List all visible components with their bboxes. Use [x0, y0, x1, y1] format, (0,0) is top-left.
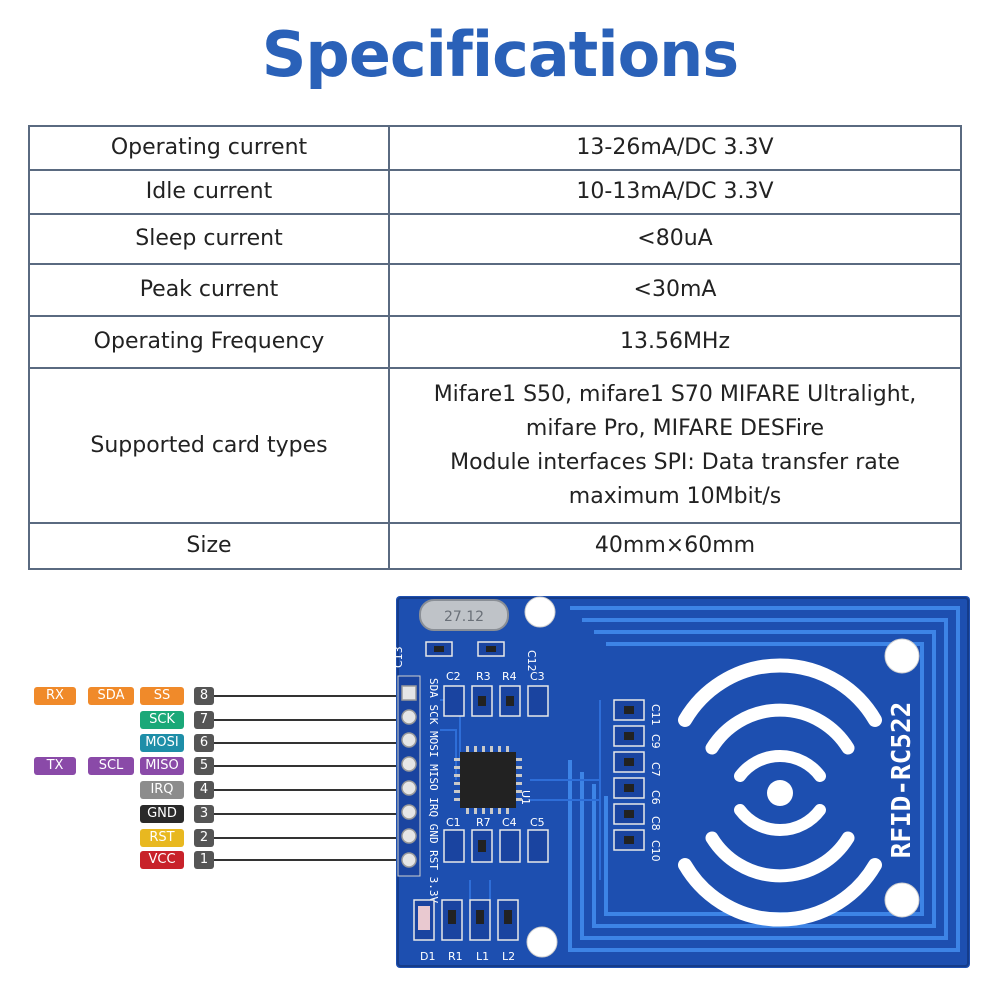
pin-label: MOSI — [140, 734, 184, 752]
pin-label: GND — [140, 805, 184, 823]
pin-leader-line — [214, 719, 400, 721]
pin-number: 4 — [194, 781, 214, 799]
mounting-hole — [526, 926, 558, 958]
spec-key: Operating current — [28, 125, 390, 171]
pin-label: SCK — [140, 711, 184, 729]
pin-leader-line — [214, 742, 400, 744]
led-d1 — [418, 906, 430, 930]
pin-label: VCC — [140, 851, 184, 869]
label-c1: C1 — [446, 816, 461, 829]
table-row: Supported card types Mifare1 S50, mifare… — [28, 367, 962, 524]
pin-label: SDA — [88, 687, 134, 705]
spec-value: 10-13mA/DC 3.3V — [388, 169, 962, 215]
pin-leader-line — [214, 837, 400, 839]
pin-leader-line — [214, 859, 400, 861]
pin-label: MISO — [140, 757, 184, 775]
pin-number: 3 — [194, 805, 214, 823]
spec-value: 13-26mA/DC 3.3V — [388, 125, 962, 171]
spec-key: Sleep current — [28, 213, 390, 265]
spec-value-line: maximum 10Mbit/s — [568, 483, 782, 509]
pin-number: 6 — [194, 734, 214, 752]
label-l1: L1 — [476, 950, 489, 963]
table-row: Operating current 13-26mA/DC 3.3V — [28, 125, 962, 171]
label-c8: C8 — [649, 816, 662, 831]
label-r7: R7 — [476, 816, 491, 829]
label-c10: C10 — [649, 840, 662, 862]
spec-value: 13.56MHz — [388, 315, 962, 369]
pin-number: 8 — [194, 687, 214, 705]
spec-value: <30mA — [388, 263, 962, 317]
pin-label: SS — [140, 687, 184, 705]
label-l2: L2 — [502, 950, 515, 963]
pin-label: IRQ — [140, 781, 184, 799]
antenna-coil — [568, 606, 960, 952]
pin-header — [397, 675, 421, 877]
page-title: Specifications — [261, 18, 739, 91]
label-c6: C6 — [649, 790, 662, 805]
mounting-hole — [884, 638, 920, 674]
label-c11: C11 — [649, 704, 662, 726]
spec-value-line: Mifare1 S50, mifare1 S70 MIFARE Ultralig… — [433, 381, 917, 407]
spec-value: 40mm×60mm — [388, 522, 962, 570]
table-row: Sleep current <80uA — [28, 213, 962, 265]
spec-key: Size — [28, 522, 390, 570]
table-row: Operating Frequency 13.56MHz — [28, 315, 962, 369]
model-label: RFID-RC522 — [887, 702, 917, 859]
rc522-chip — [460, 752, 516, 808]
spec-value: Mifare1 S50, mifare1 S70 MIFARE Ultralig… — [388, 367, 962, 524]
spec-key: Operating Frequency — [28, 315, 390, 369]
label-c2: C2 — [446, 670, 461, 683]
label-c5: C5 — [530, 816, 545, 829]
mounting-hole — [884, 882, 920, 918]
spec-value-line: Module interfaces SPI: Data transfer rat… — [450, 449, 900, 475]
label-d1: D1 — [420, 950, 435, 963]
pin-number: 1 — [194, 851, 214, 869]
specs-table: Operating current 13-26mA/DC 3.3V Idle c… — [28, 125, 962, 570]
pin-leader-line — [214, 789, 400, 791]
label-c12: C12 — [525, 650, 538, 672]
label-c4: C4 — [502, 816, 517, 829]
pin-number: 2 — [194, 829, 214, 847]
table-row: Idle current 10-13mA/DC 3.3V — [28, 169, 962, 215]
label-c13: C13 — [392, 646, 405, 668]
spec-key: Idle current — [28, 169, 390, 215]
spec-value: <80uA — [388, 213, 962, 265]
label-c7: C7 — [649, 762, 662, 777]
label-r3: R3 — [476, 670, 491, 683]
pin-number: 5 — [194, 757, 214, 775]
crystal-label: 27.12 — [444, 609, 484, 625]
label-c3: C3 — [530, 670, 545, 683]
label-u1: U1 — [519, 790, 532, 805]
silk-pin-names: SDA SCK MOSI MISO IRQ GND RST 3.3V — [427, 678, 440, 904]
label-c9: C9 — [649, 734, 662, 749]
spec-key: Supported card types — [28, 367, 390, 524]
table-row: Peak current <30mA — [28, 263, 962, 317]
pin-label: TX — [34, 757, 76, 775]
label-r1: R1 — [448, 950, 463, 963]
table-row: Size 40mm×60mm — [28, 522, 962, 570]
label-r4: R4 — [502, 670, 517, 683]
rfid-waves-icon — [678, 658, 882, 927]
spec-value-line: mifare Pro, MIFARE DESFire — [525, 415, 825, 441]
pin-label: RX — [34, 687, 76, 705]
pin-label: SCL — [88, 757, 134, 775]
header-pins — [401, 685, 417, 868]
pin-leader-line — [214, 695, 400, 697]
pin-leader-line — [214, 813, 400, 815]
mounting-hole — [524, 596, 556, 628]
pin-leader-line — [214, 765, 400, 767]
crystal — [419, 599, 509, 631]
pin-number: 7 — [194, 711, 214, 729]
pin-label: RST — [140, 829, 184, 847]
spec-key: Peak current — [28, 263, 390, 317]
